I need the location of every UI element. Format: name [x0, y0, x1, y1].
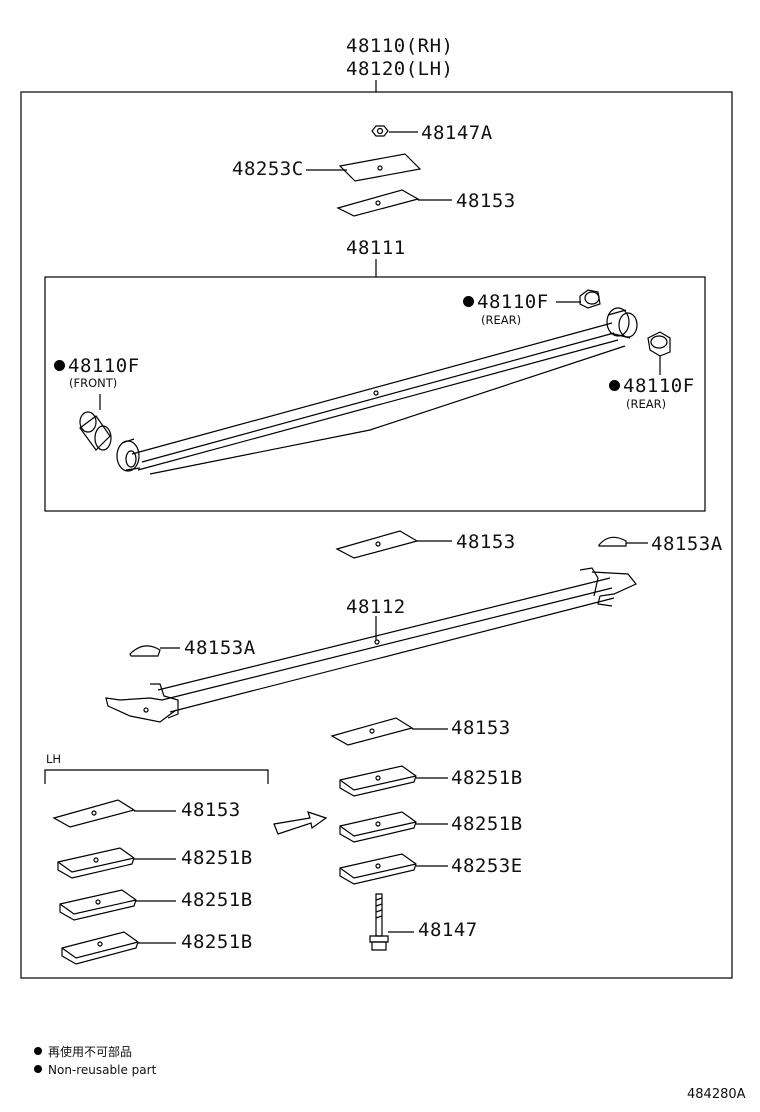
part-48251B-lh1-label: 48251B [181, 847, 253, 869]
non-reusable-dot-icon [54, 360, 65, 371]
part-48153-low-label: 48153 [451, 717, 511, 739]
part-48110F-rear-top-label: 48110F [463, 293, 549, 312]
non-reusable-dot-icon [463, 296, 474, 307]
part-48147A-label: 48147A [421, 122, 493, 144]
assembly-frame [20, 91, 733, 979]
legend-jp-text: 再使用不可部品 [48, 1045, 133, 1059]
bushing-rear-right-part [647, 331, 671, 375]
plate-48251B-right1-part [339, 765, 448, 797]
plate-48253C-part [306, 153, 422, 182]
bushing-rear-top-part [556, 289, 601, 309]
main-leaf-box [44, 276, 706, 512]
lh-group-bracket [44, 769, 269, 784]
plate-48253E-part [339, 853, 448, 885]
legend-en: Non-reusable part [34, 1064, 156, 1076]
plate-48251B-lh1-part [57, 847, 176, 879]
part-48153A-right-label: 48153A [651, 533, 723, 555]
part-48153-lh-label: 48153 [181, 799, 241, 821]
cap-48153A-left-part [129, 645, 180, 657]
lh-to-rh-arrow [273, 811, 328, 835]
part-48111-label: 48111 [346, 237, 406, 259]
plate-48251B-right2-part [339, 811, 448, 843]
part-48251B-right1-label: 48251B [451, 767, 523, 789]
pad-48153-top-part [336, 189, 452, 217]
diagram-id-label: 484280A [687, 1087, 746, 1102]
pad-48153-lh-part [52, 799, 176, 828]
legend-en-text: Non-reusable part [48, 1063, 157, 1077]
part-48110F-front-label: 48110F [54, 357, 140, 376]
plate-48251B-lh3-part [61, 931, 176, 965]
plate-48251B-lh2-part [59, 889, 176, 921]
part-48110F-rear-top-text: 48110F [477, 291, 549, 313]
part-48153-mid-label: 48153 [456, 531, 516, 553]
part-48110F-rear-right-text: 48110F [623, 375, 695, 397]
legend-jp: 再使用不可部品 [34, 1046, 132, 1058]
cap-48153A-right-part [598, 536, 648, 547]
rear-note-top: (REAR) [481, 313, 522, 327]
rear-note-right: (REAR) [626, 397, 667, 411]
part-48153A-left-label: 48153A [184, 637, 256, 659]
main-leaf-48111-part [116, 307, 638, 475]
lh-group-label: LH [46, 752, 62, 766]
part-48153-top-label: 48153 [456, 190, 516, 212]
part-48251B-lh2-label: 48251B [181, 889, 253, 911]
assembly-lh-label: 48120(LH) [346, 58, 454, 80]
part-48251B-lh3-label: 48251B [181, 931, 253, 953]
bushing-front-part [79, 394, 112, 451]
non-reusable-dot-icon [609, 380, 620, 391]
part-48251B-right2-label: 48251B [451, 813, 523, 835]
second-leaf-48112-part [105, 567, 637, 723]
legend-dot-icon [34, 1047, 42, 1055]
part-48112-label: 48112 [346, 596, 406, 618]
pad-48153-low-part [330, 717, 448, 746]
assembly-rh-label: 48110(RH) [346, 35, 454, 57]
part-48253C-label: 48253C [232, 158, 304, 180]
bolt-48147-part [369, 893, 414, 951]
pad-48153-mid-part [335, 530, 452, 559]
part-48147-label: 48147 [418, 919, 478, 941]
part-48110F-rear-right-label: 48110F [609, 377, 695, 396]
part-48253E-label: 48253E [451, 855, 523, 877]
front-note: (FRONT) [69, 376, 118, 390]
legend-dot-icon [34, 1065, 42, 1073]
nut-48147A-part [371, 125, 418, 137]
part-48110F-front-text: 48110F [68, 355, 140, 377]
